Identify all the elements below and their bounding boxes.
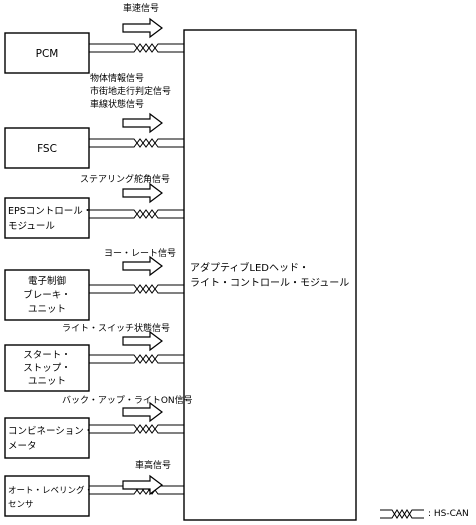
signal-label: ステアリング舵角信号: [80, 173, 170, 185]
module-label: コンビネーション・: [8, 426, 93, 437]
can-wire-low: [89, 43, 184, 53]
signal-arrow: [122, 112, 163, 134]
central-module-label-line1: アダプティブLEDヘッド・: [190, 261, 309, 274]
hs-can-legend-symbol: [380, 509, 424, 519]
signal-label: 車速信号: [123, 2, 159, 14]
central-module-box: [183, 29, 357, 521]
module-box: [4, 269, 90, 321]
can-connection: [89, 474, 184, 496]
legend: : HS-CAN: [380, 509, 469, 519]
legend-wire-low: [380, 509, 424, 519]
legend-label: : HS-CAN: [428, 509, 469, 519]
module-start-stop: スタート・ ストップ・ ユニット ライト・スイッチ状態信号: [4, 322, 170, 392]
module-box: [4, 417, 90, 459]
can-wire-high: [89, 284, 184, 294]
can-connection: [89, 255, 184, 294]
signal-arrow: [122, 401, 163, 423]
can-wire-high: [89, 138, 184, 148]
module-label: 電子制御: [28, 275, 66, 287]
central-module: アダプティブLEDヘッド・ ライト・コントロール・モジュール: [183, 29, 357, 521]
can-connection: [89, 401, 184, 434]
module-label: ストップ・: [23, 363, 71, 374]
module-label: EPSコントロール・: [8, 206, 92, 217]
signal-arrow: [122, 17, 163, 39]
can-wire-low: [89, 424, 184, 434]
can-wire-high: [89, 43, 184, 53]
module-label: ユニット: [28, 304, 66, 315]
module-label: PCM: [36, 48, 59, 60]
signal-label: 物体情報信号: [90, 72, 144, 84]
signal-arrow: [122, 474, 163, 496]
module-fsc: FSC 物体情報信号 市街地走行判定信号 車線状態信号: [4, 72, 171, 169]
legend-wire-high: [380, 509, 424, 519]
module-label: ユニット: [28, 376, 66, 387]
module-label: センサ: [8, 500, 34, 510]
module-auto-leveling-sensor: オート・レベリング・ センサ 車高信号: [4, 459, 171, 517]
can-wire-low: [89, 209, 184, 219]
module-label: FSC: [37, 143, 57, 155]
can-wire-low: [89, 485, 184, 495]
can-wire-high: [89, 424, 184, 434]
can-connection: [89, 330, 184, 364]
module-label: ブレーキ・: [23, 289, 71, 301]
module-combination-meter: コンビネーション・ メータ バック・アップ・ライトON信号: [4, 394, 193, 459]
module-box: [4, 475, 90, 517]
module-box: [4, 344, 90, 392]
module-label: モジュール: [8, 221, 55, 232]
module-label: スタート・: [23, 350, 71, 361]
signal-label: 車高信号: [135, 459, 171, 471]
signal-label: バック・アップ・ライトON信号: [62, 394, 193, 406]
can-wire-high: [89, 209, 184, 219]
can-wire-high: [89, 354, 184, 364]
module-pcm: PCM 車速信号: [4, 2, 159, 74]
module-label: メータ: [8, 441, 37, 452]
can-wire-low: [89, 354, 184, 364]
can-wire-low: [89, 138, 184, 148]
signal-label: 車線状態信号: [90, 98, 144, 110]
can-connection: [89, 112, 184, 148]
signal-arrow: [122, 182, 163, 204]
signal-arrow: [122, 330, 163, 352]
module-electronic-brake: 電子制御 ブレーキ・ ユニット ヨー・レート信号: [4, 247, 176, 321]
signal-arrow: [122, 255, 163, 277]
signal-label: ヨー・レート信号: [104, 247, 176, 259]
module-label: オート・レベリング・: [8, 485, 93, 496]
central-module-label-line2: ライト・コントロール・モジュール: [190, 277, 349, 289]
module-eps-control: EPSコントロール・ モジュール ステアリング舵角信号: [4, 173, 170, 239]
signal-label: ライト・スイッチ状態信号: [62, 322, 170, 334]
module-box: [4, 127, 90, 169]
can-connection: [89, 17, 184, 53]
signal-label: 市街地走行判定信号: [90, 85, 171, 97]
can-connection: [89, 182, 184, 219]
can-wire-low: [89, 284, 184, 294]
can-connections: [89, 17, 184, 496]
module-box: [4, 32, 90, 74]
module-box: [4, 197, 90, 239]
